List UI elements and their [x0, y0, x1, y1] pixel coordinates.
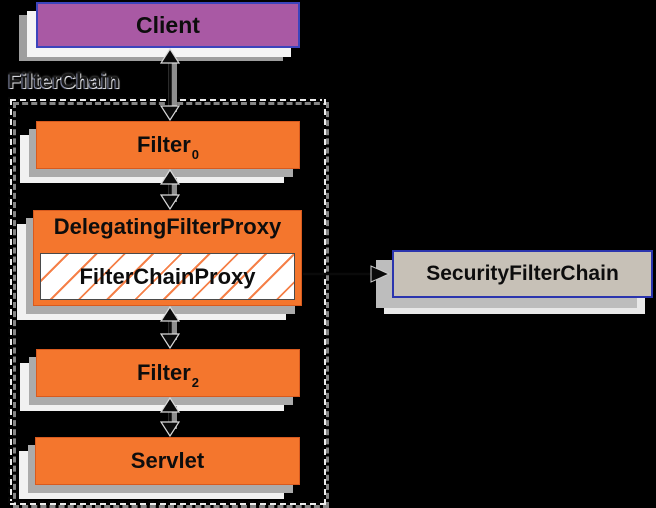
filterchain-label: FilterChain — [8, 70, 120, 93]
servlet-label: Servlet — [130, 448, 205, 473]
filter0-label: Filter — [136, 132, 191, 157]
delegating-filter-proxy-label: DelegatingFilterProxy — [53, 214, 282, 239]
security-filter-chain-label: SecurityFilterChain — [426, 262, 619, 285]
client-label: Client — [136, 11, 200, 38]
filter-chain-proxy-box: FilterChainProxy — [40, 253, 295, 300]
security-filter-chain-box: SecurityFilterChain — [392, 250, 653, 298]
filter-chain-proxy-label: FilterChainProxy — [79, 263, 256, 289]
filter2-label: Filter — [136, 360, 191, 385]
filter0-subscript: 0 — [191, 147, 200, 162]
delegating-filter-proxy-box: DelegatingFilterProxy FilterChainProxy — [33, 210, 302, 306]
filter2-subscript: 2 — [191, 375, 200, 390]
filterchain-container-border — [8, 97, 324, 503]
client-box: Client — [36, 2, 300, 48]
servlet-box: Servlet — [35, 437, 300, 485]
